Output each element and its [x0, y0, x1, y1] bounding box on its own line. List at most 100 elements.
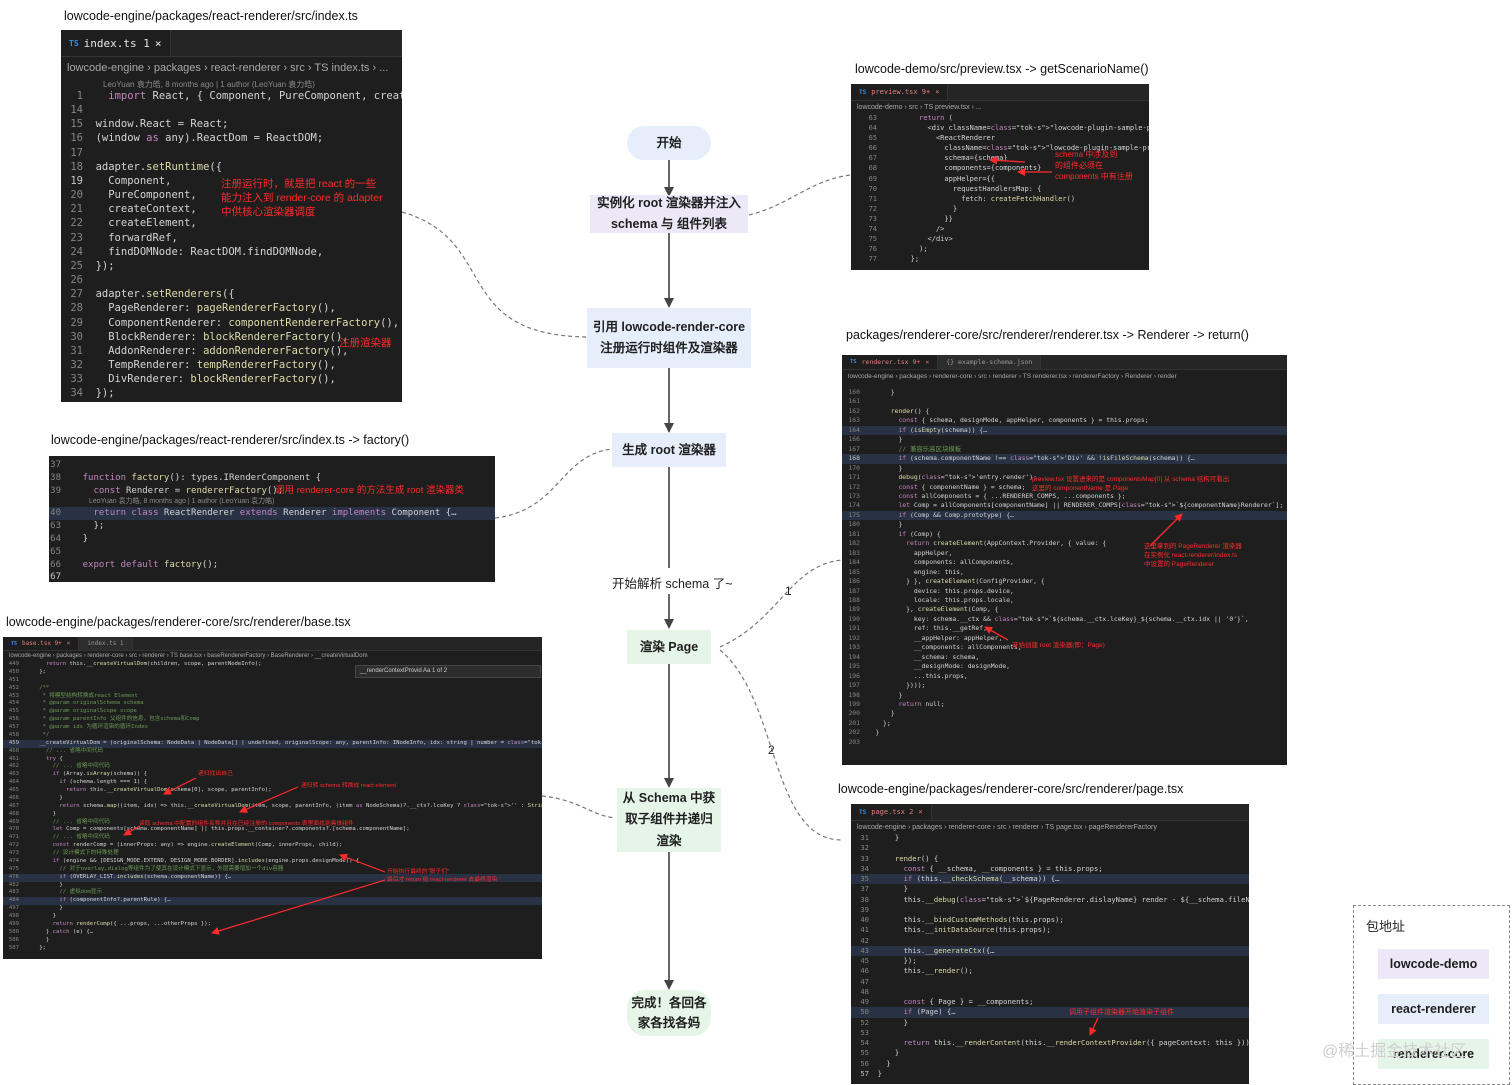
- line-code: const Renderer = rendererFactory();: [93, 485, 284, 496]
- code-line: 73 }}: [851, 214, 1149, 224]
- breadcrumb: lowcode-engine › packages › renderer-cor…: [848, 372, 1177, 380]
- line-code: </div>: [885, 235, 953, 244]
- code-line: 460 // ... 省略中间代码: [3, 748, 542, 756]
- close-icon[interactable]: ×: [935, 88, 940, 96]
- close-icon[interactable]: ×: [66, 640, 71, 647]
- legend-item-react-renderer: react-renderer: [1378, 994, 1489, 1024]
- code-line: 192 __appHelper: appHelper,: [842, 634, 1287, 643]
- flow-node-import-render-core: 引用 lowcode-render-core 注册运行时组件及渲染器: [587, 308, 751, 368]
- line-code: this.__debug(class="tok-s">`${PageRender…: [877, 894, 1249, 904]
- line-number: 30: [70, 330, 83, 343]
- line-code: schema={schema}: [885, 154, 1008, 163]
- line-number: 52: [860, 1017, 869, 1027]
- line-number: 1: [76, 90, 83, 102]
- line-code: };: [25, 944, 46, 951]
- line-number: 456: [8, 716, 19, 723]
- line-code: if (Comp) {: [898, 529, 941, 538]
- line-code: createContext,: [95, 203, 197, 216]
- line-number: 472: [8, 842, 19, 849]
- code-line: 202 }: [842, 728, 1287, 737]
- ts-file-icon: TS: [859, 808, 867, 816]
- code-line: 468 }: [3, 811, 542, 819]
- line-number: 498: [8, 913, 19, 919]
- close-icon[interactable]: ×: [918, 808, 923, 816]
- line-number: 73: [868, 214, 877, 223]
- code-line: 39: [851, 905, 1249, 915]
- line-code: }: [877, 833, 900, 842]
- line-code: return class ReactRenderer extends Rende…: [93, 508, 457, 519]
- line-code: }: [867, 463, 903, 472]
- code-line: 46 this.__render();: [851, 966, 1249, 976]
- code-line: 77 };: [851, 254, 1149, 264]
- line-number: 43: [860, 945, 869, 955]
- find-widget[interactable]: __renderContextProvid Aa 1 of 2: [355, 665, 541, 678]
- line-number: 74: [868, 225, 877, 234]
- line-number: 202: [848, 728, 860, 737]
- line-code: const renderComp = (innerProps: any) => …: [52, 842, 343, 849]
- dashed-link-renderer: [719, 559, 843, 648]
- code-line: 184 components: allComponents,: [842, 558, 1287, 567]
- tab-example-schema[interactable]: {} example-schema.json: [938, 355, 1042, 369]
- code-line: 174 let Comp = allComponents[componentNa…: [842, 501, 1287, 510]
- line-number: 31: [70, 344, 83, 357]
- line-number: 185: [848, 567, 860, 576]
- annotation-arrow-recursion: [163, 777, 197, 795]
- line-code: /**: [25, 684, 50, 691]
- dashed-link-index: [401, 211, 588, 338]
- legend-item-renderer-core: renderer-core: [1378, 1039, 1489, 1069]
- code-line: 37: [49, 459, 495, 472]
- caption-preview: lowcode-demo/src/preview.tsx -> getScena…: [855, 62, 1149, 76]
- code-line: 38 function factory(): types.IRenderComp…: [49, 472, 495, 485]
- code-line: 63 return (: [851, 113, 1149, 123]
- ts-file-icon: TS: [11, 640, 18, 647]
- code-line: 452 /**: [3, 685, 542, 693]
- code-line: 450 };: [3, 669, 542, 677]
- code-line: 40 return class ReactRenderer extends Re…: [49, 507, 495, 521]
- code-line: 195 __designMode: designMode,: [842, 662, 1287, 671]
- close-icon[interactable]: ×: [925, 358, 930, 366]
- code-line: 167 // 兼容乐高区块模板: [842, 445, 1287, 454]
- code-line: 199 return null;: [842, 700, 1287, 709]
- code-line: 473 // 设计模式下的特殊处理: [3, 850, 542, 858]
- edge-label-2: 2: [768, 743, 775, 757]
- code-line: 67: [49, 571, 495, 582]
- line-number: 161: [848, 397, 860, 406]
- close-icon[interactable]: ×: [154, 36, 162, 50]
- code-line: 66 className=class="tok-s">"lowcode-plug…: [851, 143, 1149, 153]
- code-line: 1 import React, { Component, PureCompone…: [61, 89, 402, 103]
- line-number: 507: [8, 944, 19, 951]
- line-number: 168: [848, 454, 860, 463]
- tab-index-ts[interactable]: index.ts 1: [79, 637, 133, 650]
- line-code: function factory(): types.IRenderCompone…: [82, 472, 322, 483]
- ts-file-icon: TS: [859, 88, 867, 96]
- line-number: 65: [50, 546, 61, 557]
- line-code: }: [867, 709, 895, 718]
- code-line: 203: [842, 738, 1287, 747]
- code-line: 29 ComponentRenderer: componentRendererF…: [61, 316, 402, 330]
- code-line: 163 const { schema, designMode, appHelpe…: [842, 416, 1287, 425]
- code-line: 465 return this.__createVirtualDom(schem…: [3, 787, 542, 795]
- line-number: 174: [848, 501, 860, 510]
- line-code: ref: this.__getRef,: [867, 624, 987, 633]
- code-line: 200 }: [842, 709, 1287, 718]
- line-number: 49: [860, 997, 869, 1006]
- ts-file-icon: TS: [69, 38, 79, 48]
- code-line: 34});: [61, 386, 402, 400]
- code-line: 173 const allComponents = { ...RENDERER_…: [842, 492, 1287, 501]
- code-line: 475 // 对于overlay,dialog等组件为了使其在设计模式下显示，外…: [3, 866, 542, 874]
- legend-title: 包地址: [1366, 919, 1406, 934]
- code-line: 472 const renderComp = (innerProps: any)…: [3, 842, 542, 850]
- line-number: 68: [868, 164, 877, 173]
- code-line: 54 return this.__renderContent(this.__re…: [851, 1038, 1249, 1048]
- line-code: return (: [919, 114, 953, 122]
- line-number: 192: [848, 633, 860, 642]
- line-number: 457: [8, 724, 19, 730]
- line-code: );: [885, 245, 928, 254]
- caption-page: lowcode-engine/packages/renderer-core/sr…: [838, 782, 1184, 796]
